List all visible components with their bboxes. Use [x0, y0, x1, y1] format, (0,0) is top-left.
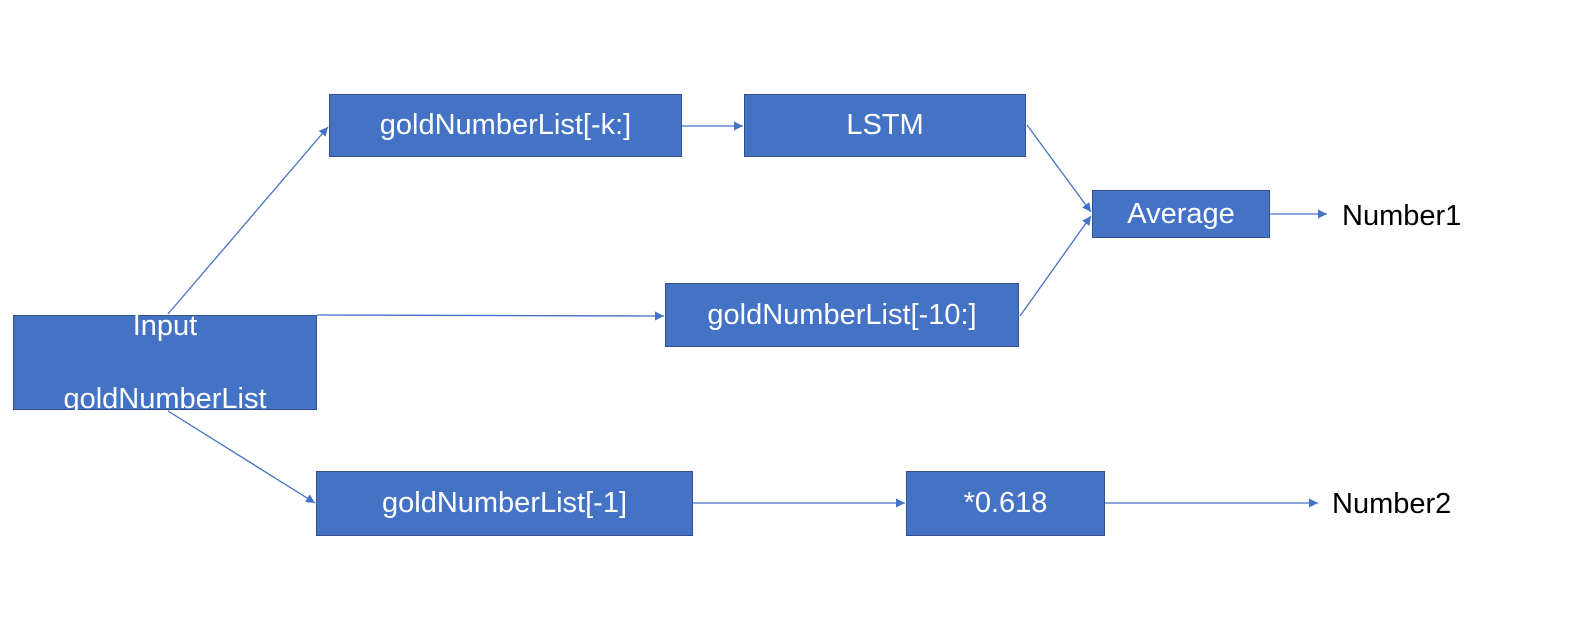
edge-lstm-to-average	[1026, 124, 1092, 213]
edge-slice-10-to-average	[1019, 215, 1092, 317]
output-number1: Number1	[1342, 200, 1462, 232]
node-slice-10-label: goldNumberList[-10:]	[707, 298, 977, 331]
node-slice-k-label: goldNumberList[-k:]	[379, 109, 632, 142]
node-input-line2: goldNumberList	[63, 382, 267, 415]
node-average: Average	[1092, 190, 1270, 238]
node-input: Input goldNumberList	[13, 310, 317, 415]
edge-input-to-slice-k	[167, 126, 329, 315]
node-multiply-label: *0.618	[963, 487, 1048, 520]
node-last: goldNumberList[-1]	[316, 471, 693, 536]
node-slice-10: goldNumberList[-10:]	[665, 283, 1019, 347]
output-number2: Number2	[1332, 488, 1452, 520]
node-lstm: LSTM	[744, 94, 1026, 157]
edge-input-to-last	[167, 410, 316, 504]
node-last-label: goldNumberList[-1]	[382, 487, 627, 520]
node-input-line1: Input	[132, 310, 198, 343]
edge-input-to-slice-10	[316, 311, 665, 321]
node-multiply: *0.618	[906, 471, 1105, 536]
node-slice-k: goldNumberList[-k:]	[329, 94, 682, 157]
node-lstm-label: LSTM	[846, 109, 924, 142]
node-average-label: Average	[1127, 197, 1235, 230]
